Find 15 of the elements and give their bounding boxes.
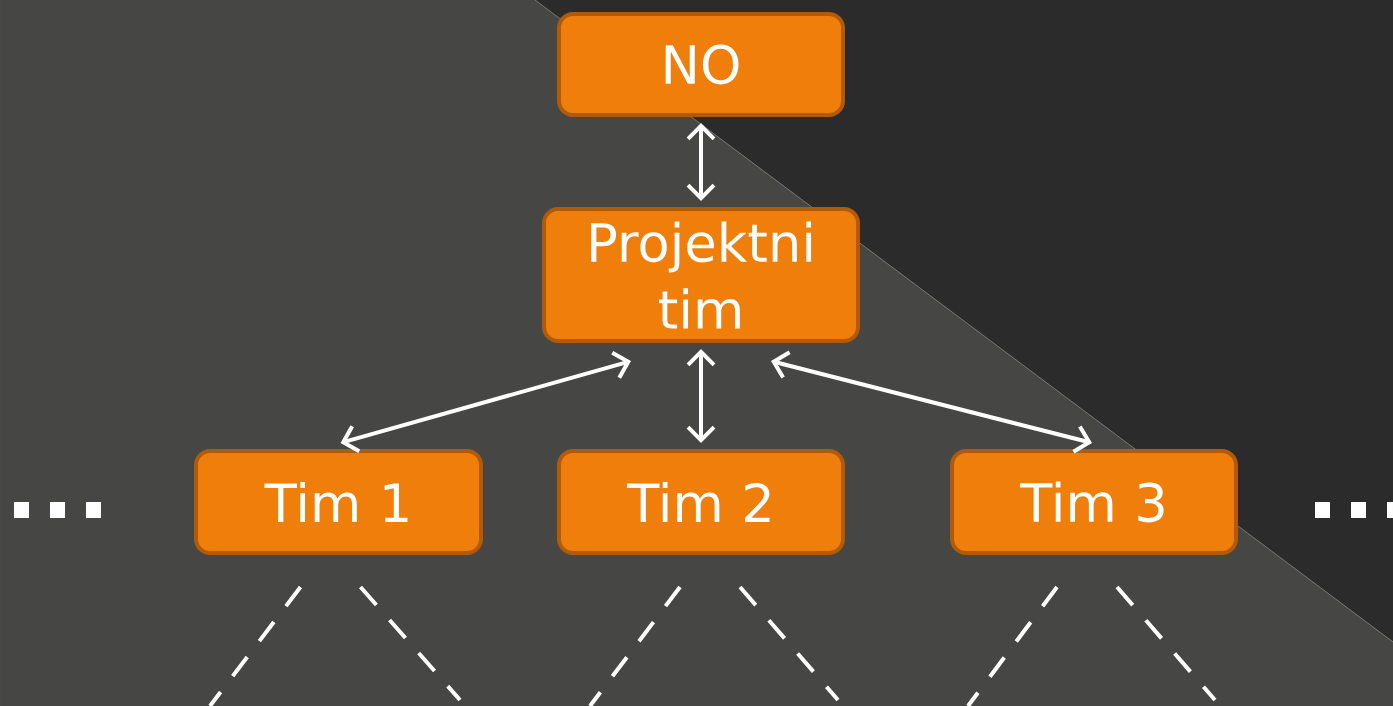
dashed-line [738, 585, 840, 702]
dashed-line [966, 585, 1059, 706]
dashed-line [359, 585, 462, 702]
arrow [340, 351, 631, 453]
process-box: Tim 2 [557, 449, 845, 555]
process-box: Tim 1 [194, 449, 483, 555]
arrow [771, 350, 1092, 454]
dashed-line [208, 585, 303, 706]
arrow [686, 123, 716, 201]
process-box: Tim 3 [950, 449, 1238, 555]
dashed-line [1115, 585, 1217, 702]
process-box: Projektni tim [542, 207, 860, 343]
dashed-line [588, 585, 682, 706]
arrow [686, 349, 716, 443]
process-box: NO [557, 12, 845, 117]
